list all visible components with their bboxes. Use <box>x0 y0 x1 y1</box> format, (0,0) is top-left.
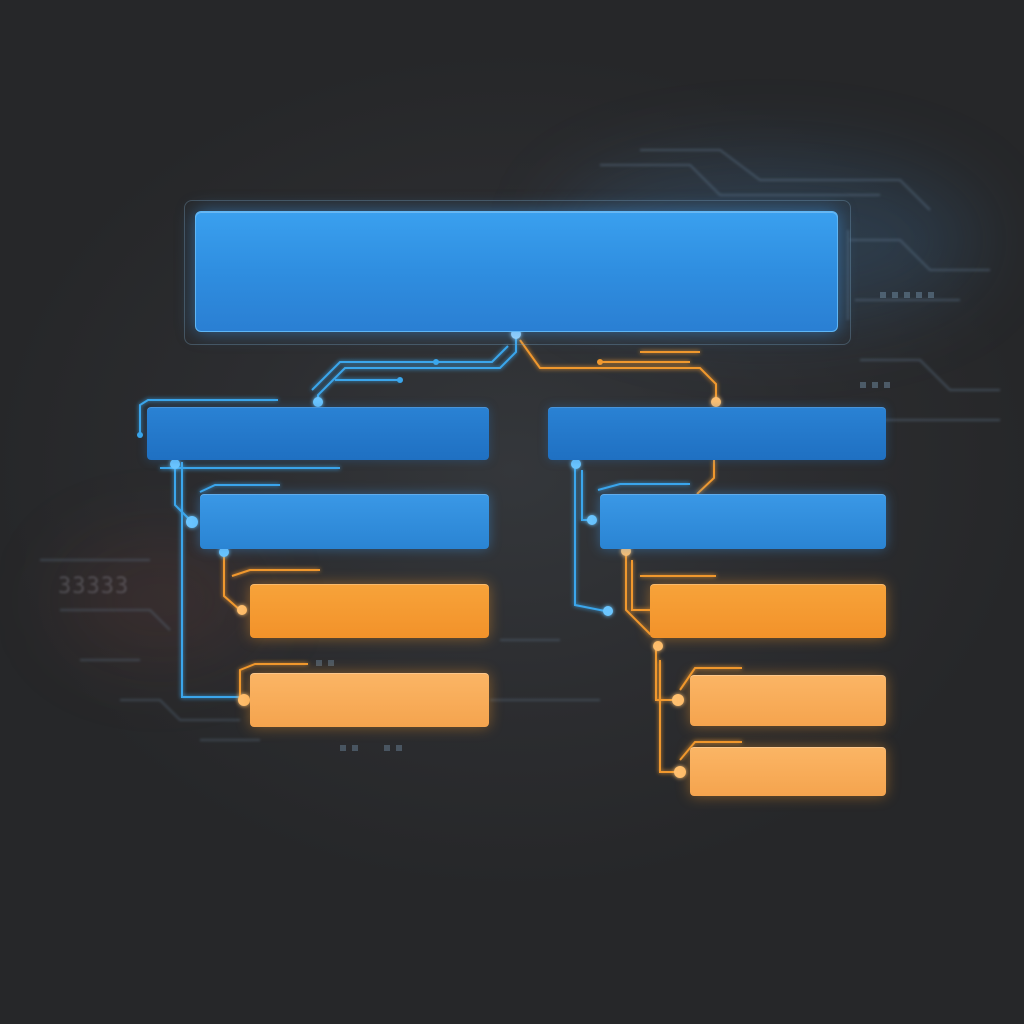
right-level2-label <box>600 494 886 549</box>
right-leaf-label-2 <box>690 675 886 726</box>
connector-left-tree <box>160 462 340 698</box>
root-node[interactable] <box>195 211 838 332</box>
left-leaf-label-1 <box>250 584 489 638</box>
right-leaf-node-2[interactable] <box>690 675 886 726</box>
left-level1-node[interactable] <box>147 407 489 460</box>
left-level1-label <box>147 407 489 460</box>
connector-left-leaves <box>223 551 320 698</box>
left-level2-label <box>200 494 489 549</box>
decor-dots-right <box>860 292 934 388</box>
connector-root-right <box>519 339 717 402</box>
right-level1-node[interactable] <box>548 407 886 460</box>
background-glyphs: 33333 <box>58 574 130 599</box>
right-leaf-node-3[interactable] <box>690 747 886 796</box>
right-level1-label <box>548 407 886 460</box>
decor-circuit-right <box>600 149 1000 421</box>
left-leaf-node-2[interactable] <box>250 673 489 727</box>
decor-dots-left <box>316 660 402 751</box>
right-leaf-label-1 <box>650 584 886 638</box>
left-leaf-label-2 <box>250 673 489 727</box>
decor-circuit-left <box>40 559 600 741</box>
root-node-frame <box>184 200 851 345</box>
connector-root-left <box>139 334 517 435</box>
connector-nodes <box>137 329 721 778</box>
root-node-label <box>196 212 837 331</box>
right-leaf-node-1[interactable] <box>650 584 886 638</box>
left-leaf-node-1[interactable] <box>250 584 489 638</box>
right-leaf-label-3 <box>690 747 886 796</box>
right-level2-node[interactable] <box>600 494 886 549</box>
left-level2-node[interactable] <box>200 494 489 549</box>
